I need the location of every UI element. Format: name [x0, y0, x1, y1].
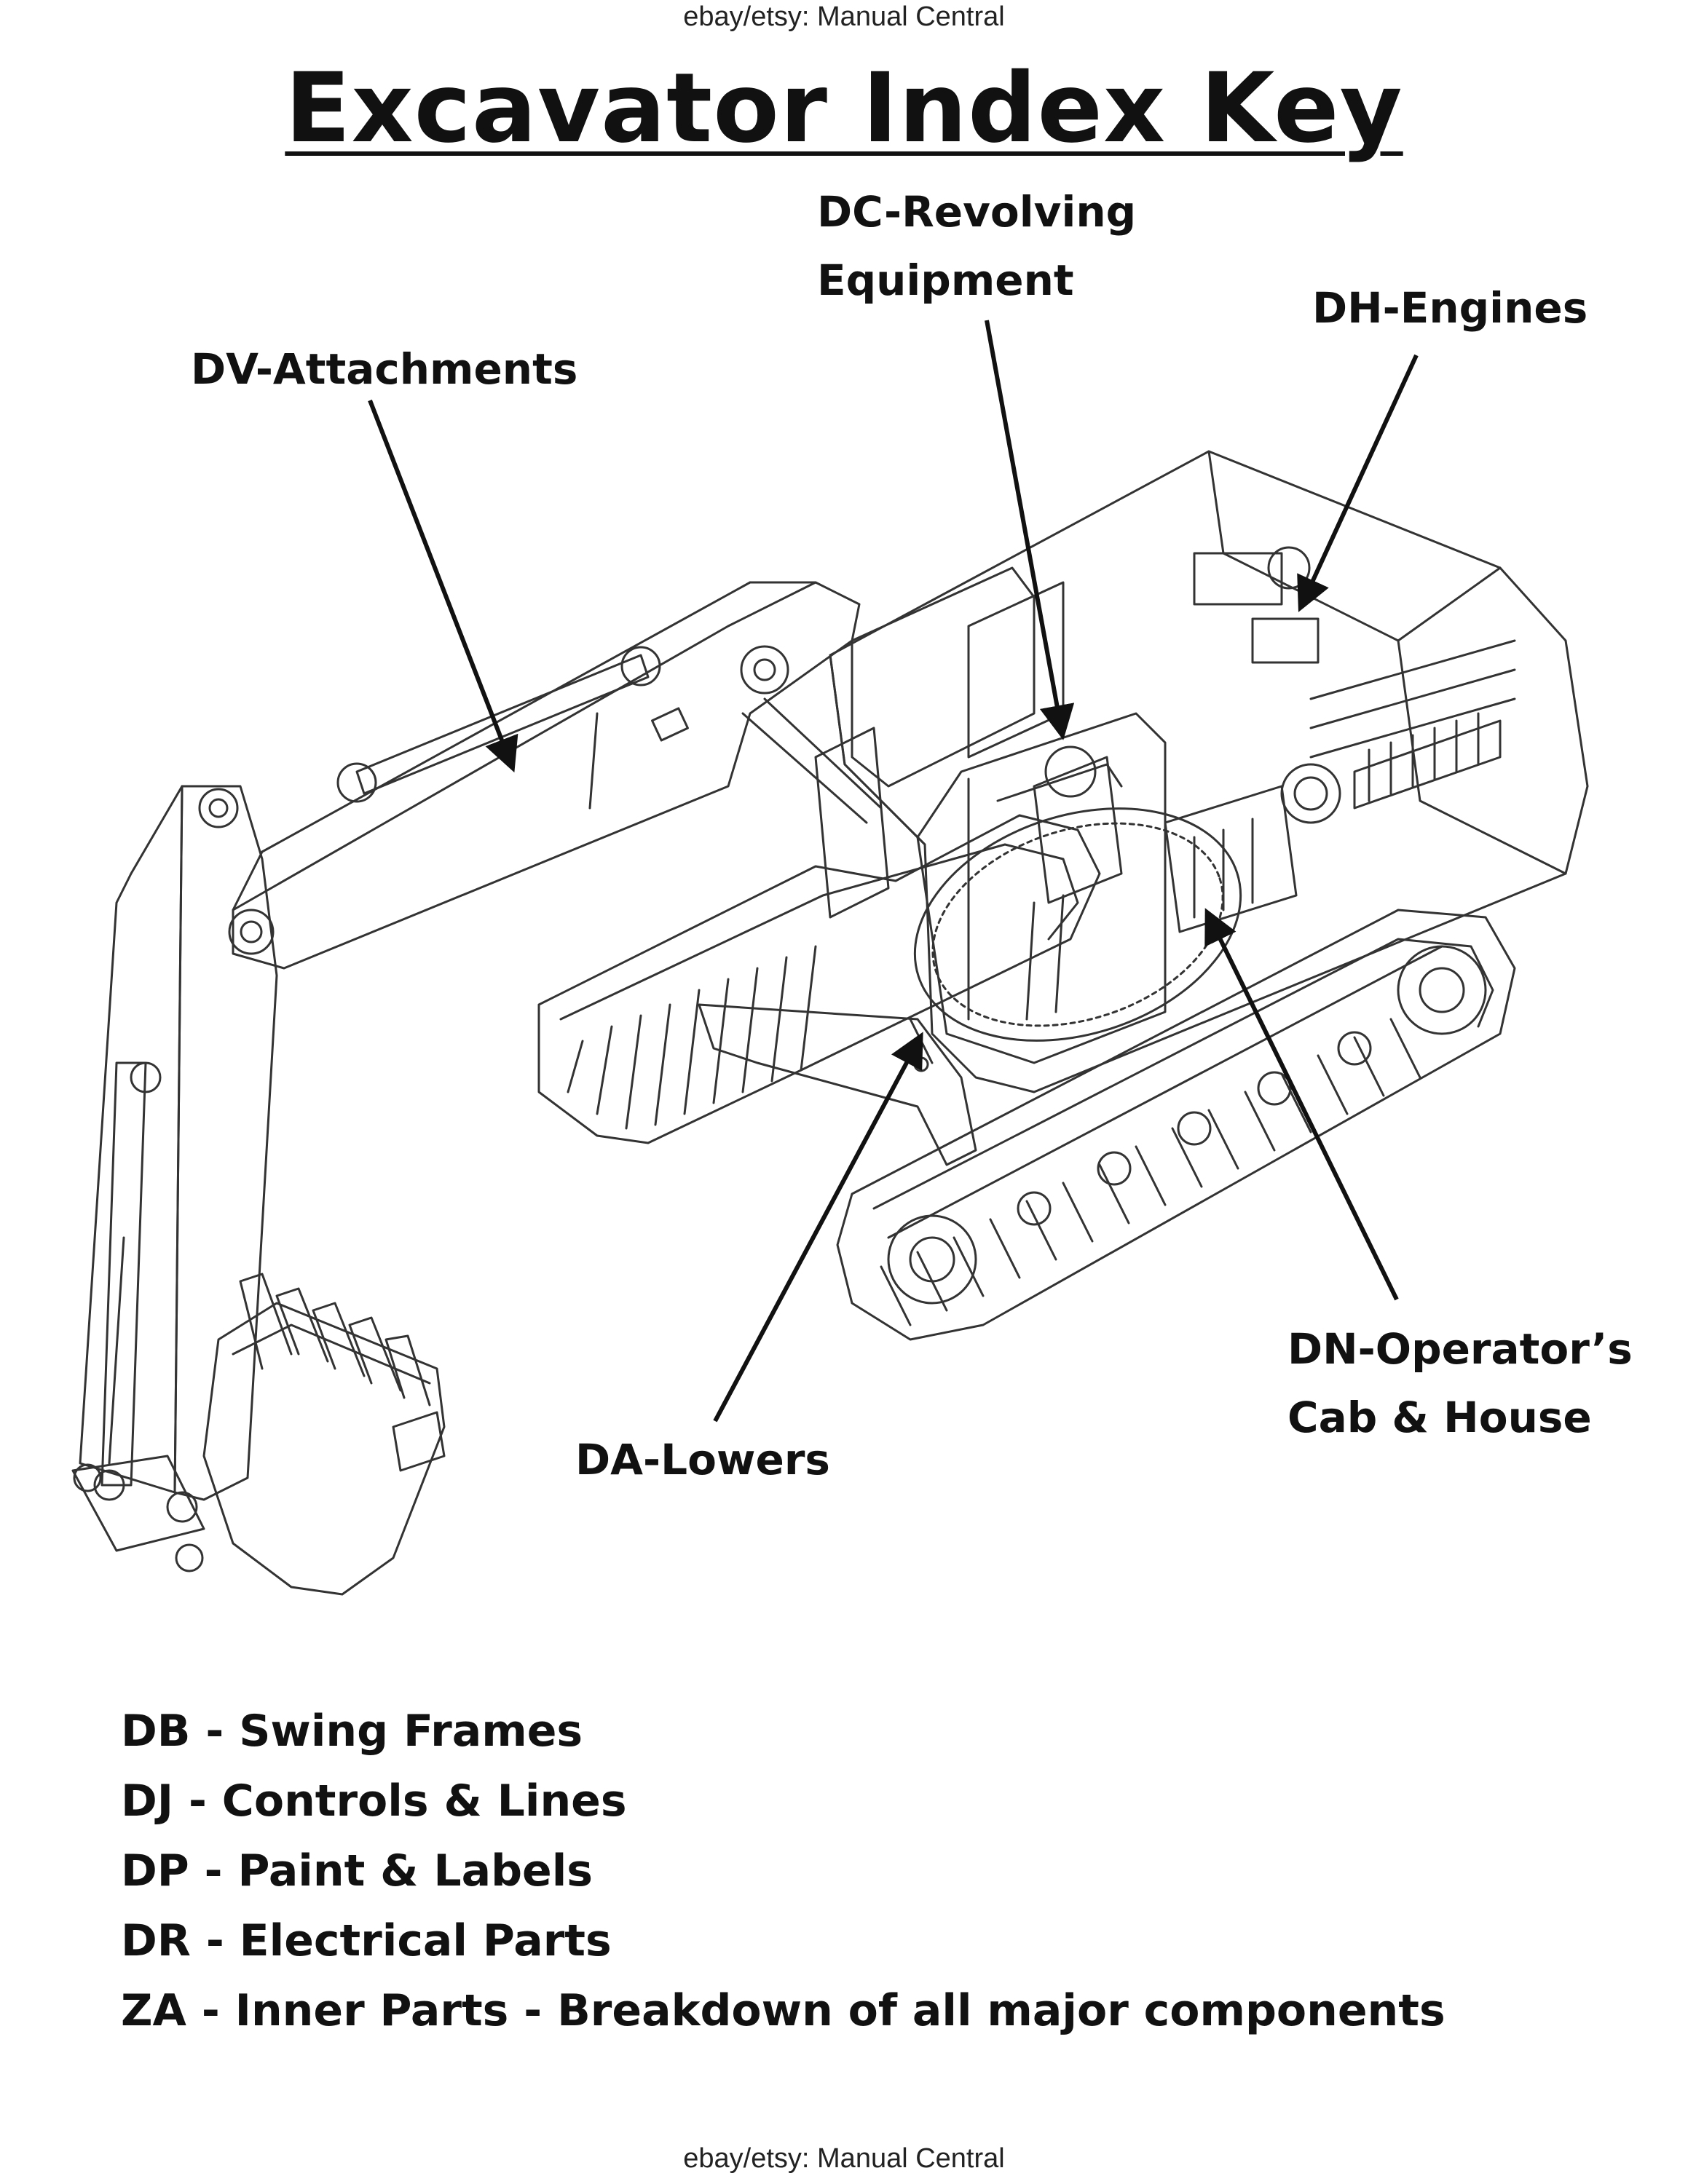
callout-cab-line2: Cab & House	[1287, 1393, 1592, 1442]
source-line-top: ebay/etsy: Manual Central	[683, 1, 1005, 32]
callout-cab-line1: DN-Operator’s	[1287, 1324, 1633, 1374]
legend-item: DJ - Controls & Lines	[121, 1776, 627, 1827]
cab-outline	[916, 712, 1167, 1064]
swing-ring	[913, 745, 1242, 1042]
arrow-cab	[1204, 908, 1399, 1301]
callout-revolving-line2: Equipment	[817, 256, 1074, 305]
arm	[79, 785, 278, 1501]
index-legend: DB - Swing Frames DJ - Controls & Lines …	[121, 1696, 1446, 2046]
callout-operators-cab: DN-Operator’s Cab & House	[1287, 1315, 1633, 1452]
callout-revolving-line1: DC-Revolving	[817, 187, 1137, 237]
legend-item: DB - Swing Frames	[121, 1706, 583, 1757]
front-track	[836, 909, 1516, 1341]
arrow-attachments	[368, 399, 518, 773]
bucket	[71, 1273, 446, 1596]
car-body	[698, 1003, 977, 1166]
page-title-text: Excavator Index Key	[285, 52, 1403, 165]
callout-engines: DH-Engines	[1312, 283, 1588, 333]
callout-attachments: DV-Attachments	[191, 344, 578, 394]
arrow-engines	[1297, 354, 1419, 612]
source-line-bottom: ebay/etsy: Manual Central	[683, 2143, 1005, 2174]
callout-lowers: DA-Lowers	[575, 1435, 830, 1484]
boom	[228, 581, 890, 970]
boom-cylinder	[336, 646, 883, 824]
callout-revolving-equipment: DC-Revolving Equipment	[817, 178, 1136, 314]
legend-item: DP - Paint & Labels	[121, 1845, 593, 1896]
upper-structure	[829, 450, 1589, 1093]
rear-track	[537, 814, 1101, 1144]
arrow-lowers	[713, 1032, 923, 1423]
page-title: Excavator Index Key	[0, 52, 1688, 165]
legend-item: ZA - Inner Parts - Breakdown of all majo…	[121, 1985, 1446, 2036]
arrow-revolving	[985, 320, 1075, 740]
bucket-cylinder	[93, 1061, 147, 1501]
legend-item: DR - Electrical Parts	[121, 1915, 612, 1966]
